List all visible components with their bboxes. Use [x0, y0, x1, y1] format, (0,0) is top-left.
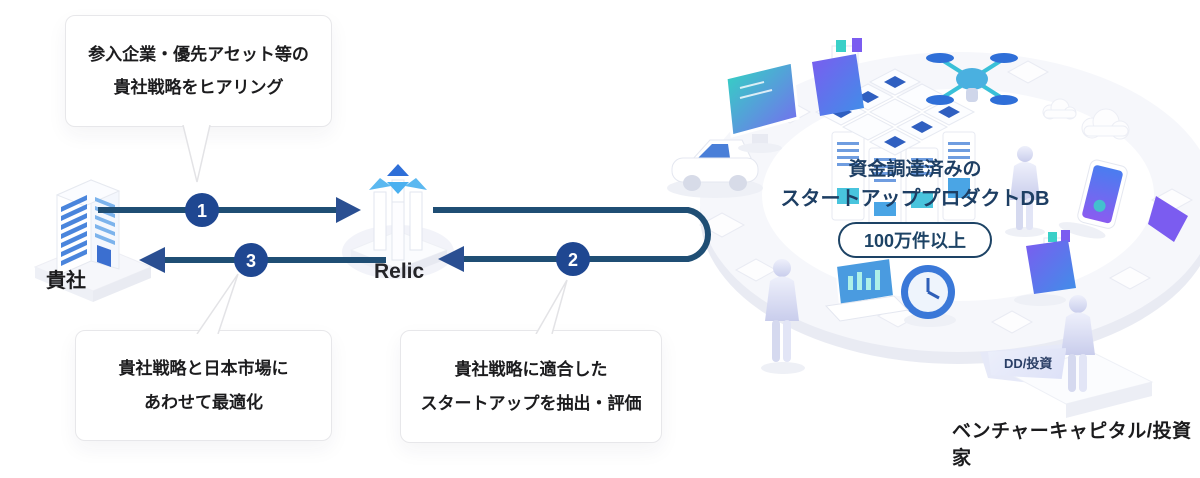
bubble-extract-line1: 貴社戦略に適合した: [454, 360, 608, 380]
folder-icon: [812, 38, 864, 116]
step-number-3: 3: [246, 251, 256, 271]
car-icon: [667, 139, 763, 198]
bubble-optimize: 貴社戦略と日本市場に あわせて最適化: [75, 330, 332, 441]
monitor-icon: [724, 60, 800, 153]
briefcase-folder-icon: [1014, 230, 1076, 306]
step-badge-2: 2: [556, 242, 590, 276]
bubble-optimize-line2: あわせて最適化: [144, 392, 263, 412]
step-number-1: 1: [197, 201, 207, 221]
purple-shard: [1148, 196, 1188, 242]
arrow-step1: [98, 197, 361, 223]
server-tower-icon: [831, 131, 976, 233]
bubble-optimize-line1: 貴社戦略と日本市場に: [118, 359, 289, 379]
relic-label: Relic: [374, 260, 425, 283]
db-count-badge: 100万件以上: [837, 221, 993, 258]
db-title-block: 資金調達済みの スタートアッププロダクトDB 100万件以上: [762, 156, 1068, 258]
dd-investment-tag: DD/投資: [988, 348, 1067, 379]
bubble-hearing: 参入企業・優先アセット等の 貴社戦略をヒアリング: [65, 15, 332, 127]
bubble-pointer-extract: [535, 279, 568, 334]
drone-icon: [926, 53, 1018, 105]
bubble-extract-line2: スタートアップを抽出・評価: [420, 393, 642, 413]
bubble-hearing-line2: 貴社戦略をヒアリング: [113, 78, 284, 97]
smartphone-icon: [1058, 159, 1128, 239]
cloud-icon: [1042, 98, 1130, 140]
db-title-line2: スタートアッププロダクトDB: [780, 187, 1050, 210]
bubble-pointer-hearing: [182, 125, 211, 183]
step-number-2: 2: [568, 250, 578, 270]
person-icon: [1005, 146, 1045, 237]
db-title-line1: 資金調達済みの: [848, 159, 982, 180]
company-label: 貴社: [46, 270, 86, 292]
arrow-step3: [139, 247, 386, 273]
step-badge-3: 3: [234, 243, 268, 277]
laptop-icon: [824, 256, 910, 322]
bubble-extract: 貴社戦略に適合した スタートアップを抽出・評価: [400, 330, 662, 443]
person-icon: [761, 259, 805, 374]
bubble-pointer-optimize: [196, 273, 239, 334]
office-building-icon: [33, 179, 153, 302]
step-badge-1: 1: [185, 193, 219, 227]
bubble-hearing-line1: 参入企業・優先アセット等の: [88, 44, 309, 64]
clock-icon: [901, 265, 956, 327]
arrow-step2: [433, 207, 711, 272]
server-stack-icon: [814, 68, 976, 233]
relic-logo-icon: [342, 164, 454, 279]
vc-investor-label: ベンチャーキャピタル/投資家: [952, 421, 1192, 469]
